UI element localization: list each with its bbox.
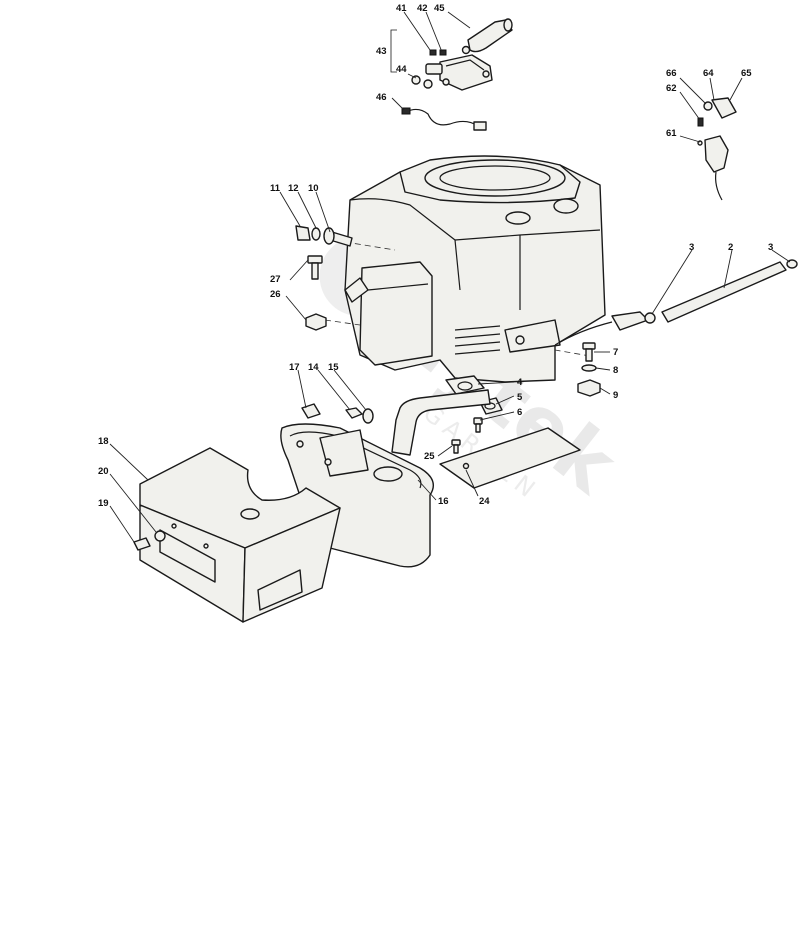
callout-45: 45	[434, 3, 445, 14]
fastener-set-17-14-15	[301, 403, 374, 424]
bolt-and-nut-27-26	[305, 255, 327, 331]
callout-18: 18	[98, 436, 109, 447]
fastener-set-19-20	[133, 530, 166, 551]
callout-5: 5	[517, 392, 523, 403]
callout-7: 7	[613, 347, 618, 358]
callout-64: 64	[703, 68, 714, 79]
callout-17: 17	[289, 362, 300, 373]
callout-2: 2	[728, 242, 733, 253]
callout-9: 9	[613, 390, 618, 401]
callout-14: 14	[308, 362, 319, 373]
callout-26: 26	[270, 289, 281, 300]
callout-19: 19	[98, 498, 109, 509]
callout-4: 4	[517, 377, 523, 388]
callout-10: 10	[308, 183, 319, 194]
callout-24: 24	[479, 496, 490, 507]
callout-43: 43	[376, 46, 387, 57]
throttle-control-assembly	[697, 97, 737, 201]
callout-61: 61	[666, 128, 677, 139]
muffler-guard	[139, 447, 341, 623]
callout-62: 62	[666, 83, 677, 94]
callout-20: 20	[98, 466, 109, 477]
callout-6: 6	[517, 407, 522, 418]
callout-15: 15	[328, 362, 339, 373]
callout-66: 66	[666, 68, 677, 79]
leader-lines	[109, 11, 791, 543]
callout-8: 8	[613, 365, 618, 376]
fuel-line-assembly	[554, 259, 798, 346]
callout-16: 16	[438, 496, 449, 507]
callout-44: 44	[396, 64, 407, 75]
callout-3-left: 3	[689, 242, 694, 253]
callout-27: 27	[270, 274, 281, 285]
callout-3-right: 3	[768, 242, 773, 253]
exhaust-pipe	[391, 389, 491, 456]
callout-41: 41	[396, 3, 407, 14]
engine	[344, 155, 606, 383]
fuel-pump-assembly	[390, 18, 513, 131]
callout-12: 12	[288, 183, 299, 194]
engine-mount-bolt-set	[295, 225, 353, 247]
callout-labels: 41 42 45 43 44 46 66 64 65 62 61 11 12 1…	[98, 3, 773, 509]
callout-65: 65	[741, 68, 752, 79]
callout-11: 11	[270, 183, 281, 194]
callout-46: 46	[376, 92, 387, 103]
fastener-set-7-8-9	[577, 342, 601, 397]
callout-25: 25	[424, 451, 435, 462]
heat-shield-plate	[439, 427, 581, 489]
callout-42: 42	[417, 3, 428, 14]
